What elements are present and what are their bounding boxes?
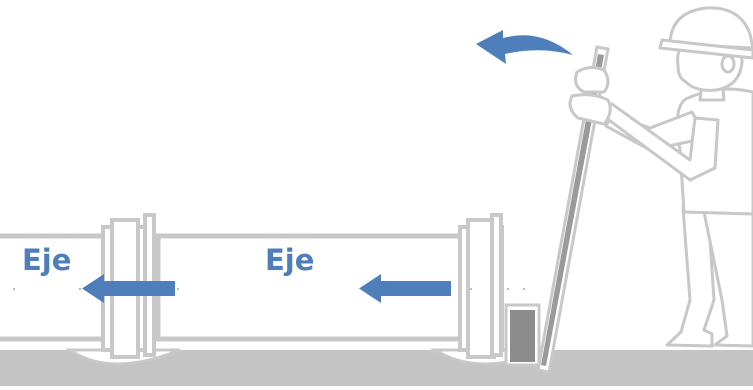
axis-label-left: Eje	[22, 243, 72, 277]
push-block	[504, 303, 541, 367]
arrow-left-icon	[82, 274, 175, 303]
pipe-socket-right	[458, 213, 504, 359]
construction-worker-icon	[568, 6, 753, 348]
pry-bar	[536, 45, 610, 374]
pipe-centerline	[13, 288, 525, 290]
curved-arrow-icon	[476, 30, 573, 64]
axis-label-right: Eje	[265, 243, 315, 277]
arrow-left-icon	[359, 274, 451, 303]
